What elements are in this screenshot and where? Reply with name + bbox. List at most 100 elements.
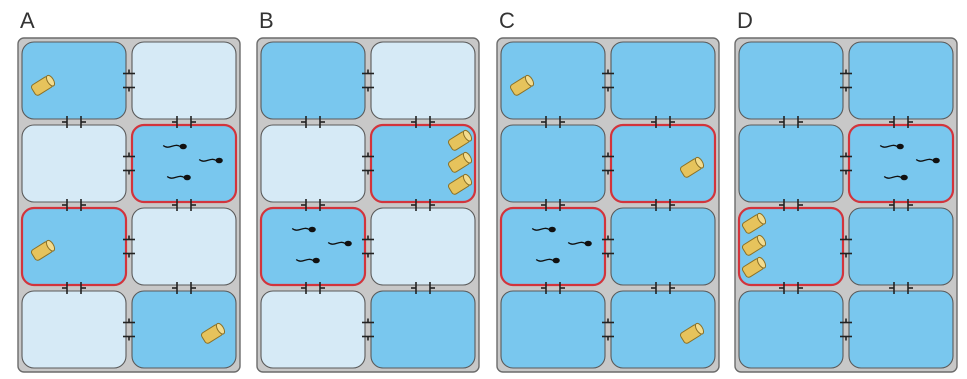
gate-icon [840,152,852,175]
tadpole-icon [883,174,908,181]
chamber [131,207,237,286]
chamber [610,41,716,120]
panel-a: A [17,8,241,373]
gate-icon [541,199,565,211]
tadpole-icon [166,174,191,181]
tadpole-icon [295,257,320,264]
gate-icon [602,69,614,92]
chamber-outline [131,41,237,120]
food-tube-icon [447,151,473,173]
chamber-outline [370,207,476,286]
gate-icon [840,235,852,258]
gate-icon [889,199,913,211]
gate-icon [62,199,86,211]
gate-icon [541,116,565,128]
food-tube-icon [679,322,705,344]
gate-icon [62,282,86,294]
food-tube-icon [741,256,767,278]
chamber [500,290,606,369]
chamber [131,41,237,120]
chamber-outline [21,290,127,369]
gate-icon [172,282,196,294]
food-tube-icon [200,322,226,344]
chamber-outline [131,290,237,369]
gate-icon [651,282,675,294]
highlighted-chamber-outline [847,123,955,204]
chamber [370,207,476,286]
chamber-outline [738,290,844,369]
gate-icon [840,69,852,92]
tadpole-icon [535,257,560,264]
gate-icon [411,199,435,211]
gate-icon [411,282,435,294]
chamber-outline [370,290,476,369]
gate-icon [301,282,325,294]
chamber-outline [21,41,127,120]
chamber [847,123,955,204]
chamber-outline [848,290,954,369]
tadpole-icon [291,226,316,233]
gate-icon [411,116,435,128]
chamber [259,206,367,287]
food-tube-icon [741,212,767,234]
highlighted-chamber-outline [609,123,717,204]
chamber [370,290,476,369]
gate-icon [779,282,803,294]
food-tube-icon [447,129,473,151]
food-tube-icon [741,234,767,256]
chamber-outline [260,41,366,120]
panel-label: B [259,8,274,33]
gate-icon [301,199,325,211]
highlighted-chamber-outline [20,206,128,287]
gate-icon [651,199,675,211]
chamber-outline [500,290,606,369]
tadpole-icon [531,226,556,233]
gate-icon [62,116,86,128]
gate-icon [602,152,614,175]
tadpole-icon [915,157,940,164]
tadpole-icon [198,157,223,164]
chamber [737,206,845,287]
panel-label: C [499,8,515,33]
chamber [610,290,716,369]
panel-label: A [20,8,35,33]
highlighted-chamber-outline [499,206,607,287]
chamber [370,41,476,120]
chamber [21,290,127,369]
gate-icon [172,116,196,128]
tadpole-icon [879,143,904,150]
tank-frame [256,37,480,373]
food-tube-icon [509,74,535,96]
chamber [610,207,716,286]
chamber [500,41,606,120]
tank-frame [17,37,241,373]
gate-icon [602,318,614,341]
highlighted-chamber-outline [130,123,238,204]
chamber-outline [21,124,127,203]
chamber-outline [610,290,716,369]
chamber [500,124,606,203]
gate-icon [362,69,374,92]
gate-icon [123,235,135,258]
chamber-outline [260,290,366,369]
chamber [20,206,128,287]
chamber-outline [610,41,716,120]
chamber [738,124,844,203]
panel-c: C [496,8,720,373]
gate-icon [779,116,803,128]
chamber [369,123,477,204]
gate-icon [123,318,135,341]
chamber-outline [738,124,844,203]
gate-icon [602,235,614,258]
food-tube-icon [30,74,56,96]
gate-icon [840,318,852,341]
food-tube-icon [447,173,473,195]
chamber [260,41,366,120]
chamber [21,124,127,203]
chamber [260,290,366,369]
panel-d: D [734,8,958,373]
food-tube-icon [679,156,705,178]
chamber-outline [370,41,476,120]
gate-icon [362,152,374,175]
